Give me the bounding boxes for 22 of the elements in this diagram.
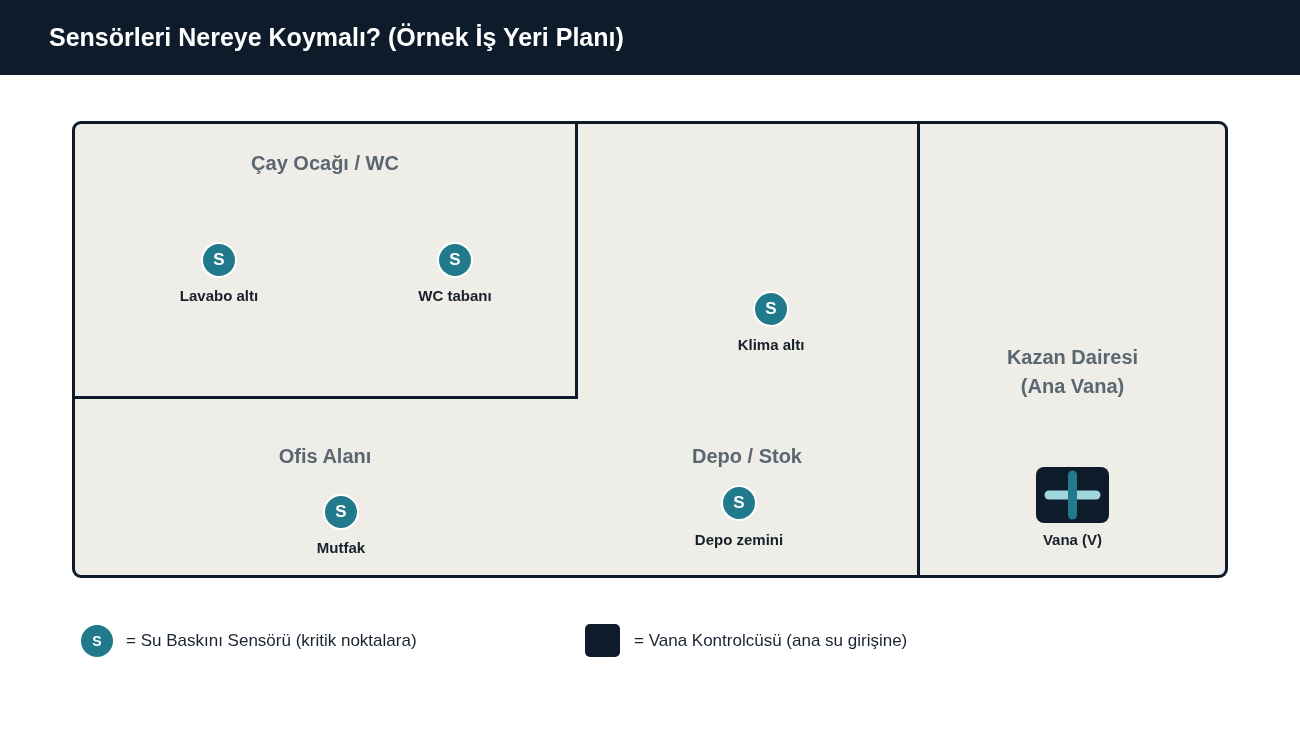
room-name: Depo / Stok [692,443,802,469]
legend-text: = Vana Kontrolcüsü (ana su girişine) [634,630,908,652]
swatch-letter: S [92,633,102,649]
room-area [75,124,578,399]
valve-label: Vana (V) [1042,531,1103,549]
sensor-marker: S [721,485,757,521]
location-label: Depo zemini [694,531,784,549]
room-name: Çay Ocağı / WC [251,150,399,176]
floor-plan [72,121,1228,578]
location-label: Mutfak [316,539,366,557]
room-name: Ofis Alanı [278,443,372,469]
sensor-marker: S [323,494,359,530]
location-label: Lavabo altı [179,287,259,305]
sensor-marker: S [753,291,789,327]
location-label: WC tabanı [418,287,492,305]
sensor-marker: S [437,242,473,278]
sensor-marker: S [201,242,237,278]
legend-text: = Su Baskını Sensörü (kritik noktalara) [126,630,417,652]
cross-icon [1036,467,1109,523]
location-label: Klima altı [737,336,805,354]
page-title: Sensörleri Nereye Koymalı? (Örnek İş Yeri Planı) [49,22,624,53]
room-name: Kazan Dairesi (Ana Vana) [1005,345,1140,399]
